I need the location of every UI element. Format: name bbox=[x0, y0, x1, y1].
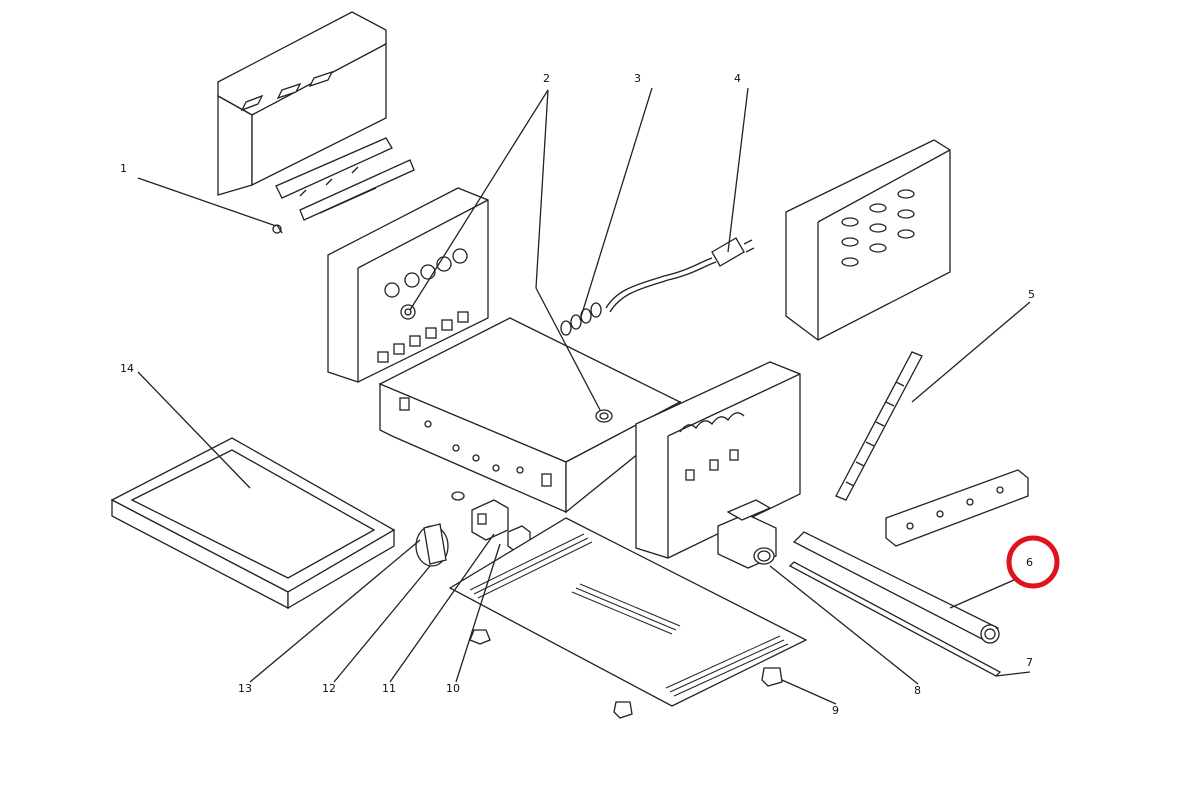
part-bracket-strips bbox=[275, 137, 415, 221]
callout-8: 8 bbox=[914, 684, 921, 697]
part-bottom-feet bbox=[613, 667, 783, 719]
callout-14: 14 bbox=[120, 362, 134, 375]
part-bracket-plate bbox=[885, 469, 1029, 547]
part-thermostat bbox=[717, 499, 777, 569]
part-terminal-strip bbox=[835, 351, 923, 501]
leader-lines bbox=[137, 87, 1031, 705]
callout-12: 12 bbox=[322, 682, 336, 695]
part-power-cord bbox=[605, 237, 755, 313]
callout-4: 4 bbox=[734, 72, 741, 85]
part-heating-tube bbox=[792, 531, 1000, 644]
part-grommet bbox=[595, 409, 613, 423]
callout-2: 2 bbox=[543, 72, 550, 85]
part-screw bbox=[272, 224, 283, 234]
part-switch bbox=[471, 499, 509, 541]
part-base-plate bbox=[448, 517, 808, 707]
part-top-back-panel bbox=[217, 11, 387, 196]
callout-6: 6 bbox=[1026, 556, 1033, 569]
callout-3: 3 bbox=[634, 72, 641, 85]
callout-7: 7 bbox=[1026, 656, 1033, 669]
part-drip-tray bbox=[110, 437, 396, 610]
callout-9: 9 bbox=[832, 704, 839, 717]
part-foot bbox=[469, 629, 491, 645]
callout-5: 5 bbox=[1028, 288, 1035, 301]
callout-13: 13 bbox=[238, 682, 252, 695]
part-rod bbox=[788, 561, 1002, 677]
part-knob bbox=[415, 491, 465, 567]
part-strain-relief bbox=[560, 302, 602, 336]
callout-labels: 1 2 3 4 5 6 7 8 9 10 11 12 13 14 bbox=[120, 72, 1035, 717]
part-vented-cover bbox=[785, 139, 951, 341]
callout-11: 11 bbox=[382, 682, 396, 695]
callout-1: 1 bbox=[120, 162, 127, 175]
highlight-circle bbox=[1006, 535, 1060, 589]
callout-10: 10 bbox=[446, 682, 460, 695]
